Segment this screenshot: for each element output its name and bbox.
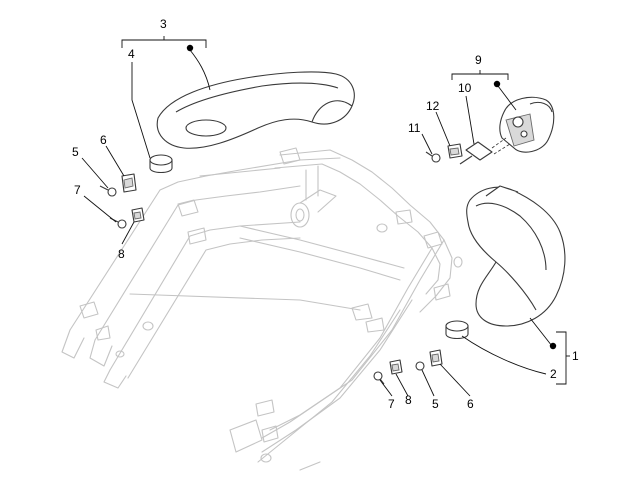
callout-6-right: 6 xyxy=(467,397,474,411)
callout-5-right: 5 xyxy=(432,397,439,411)
callout-7-right: 7 xyxy=(388,397,395,411)
callout-8-right: 8 xyxy=(405,393,412,407)
ref-dot-1 xyxy=(549,342,557,350)
callout-12: 12 xyxy=(426,99,440,113)
callout-10: 10 xyxy=(458,81,472,95)
ref-dot-3 xyxy=(186,44,194,52)
callout-9: 9 xyxy=(475,53,482,67)
callout-6-left: 6 xyxy=(100,133,107,147)
callout-7-left: 7 xyxy=(74,183,81,197)
left-hardware xyxy=(99,173,145,229)
side-cover-part-1 xyxy=(466,185,566,327)
callout-8-left: 8 xyxy=(118,247,125,261)
leader-lines xyxy=(81,36,570,397)
plate-light-part-9 xyxy=(425,96,555,165)
callout-5-left: 5 xyxy=(72,145,79,159)
callout-1: 1 xyxy=(572,349,579,363)
callout-4: 4 xyxy=(128,47,135,61)
reference-dots xyxy=(186,44,557,350)
ref-dot-9 xyxy=(493,80,501,88)
rubber-plug-part-2 xyxy=(445,320,469,340)
callout-labels: 3 4 5 6 7 8 9 10 11 12 1 2 7 8 5 6 xyxy=(72,17,579,411)
frame-structure xyxy=(61,147,463,471)
upper-cover-part-3 xyxy=(156,71,355,149)
callout-3: 3 xyxy=(160,17,167,31)
rubber-plug-part-4 xyxy=(149,154,173,174)
right-hardware xyxy=(373,349,443,385)
callout-2: 2 xyxy=(550,367,557,381)
callout-11: 11 xyxy=(408,121,421,135)
